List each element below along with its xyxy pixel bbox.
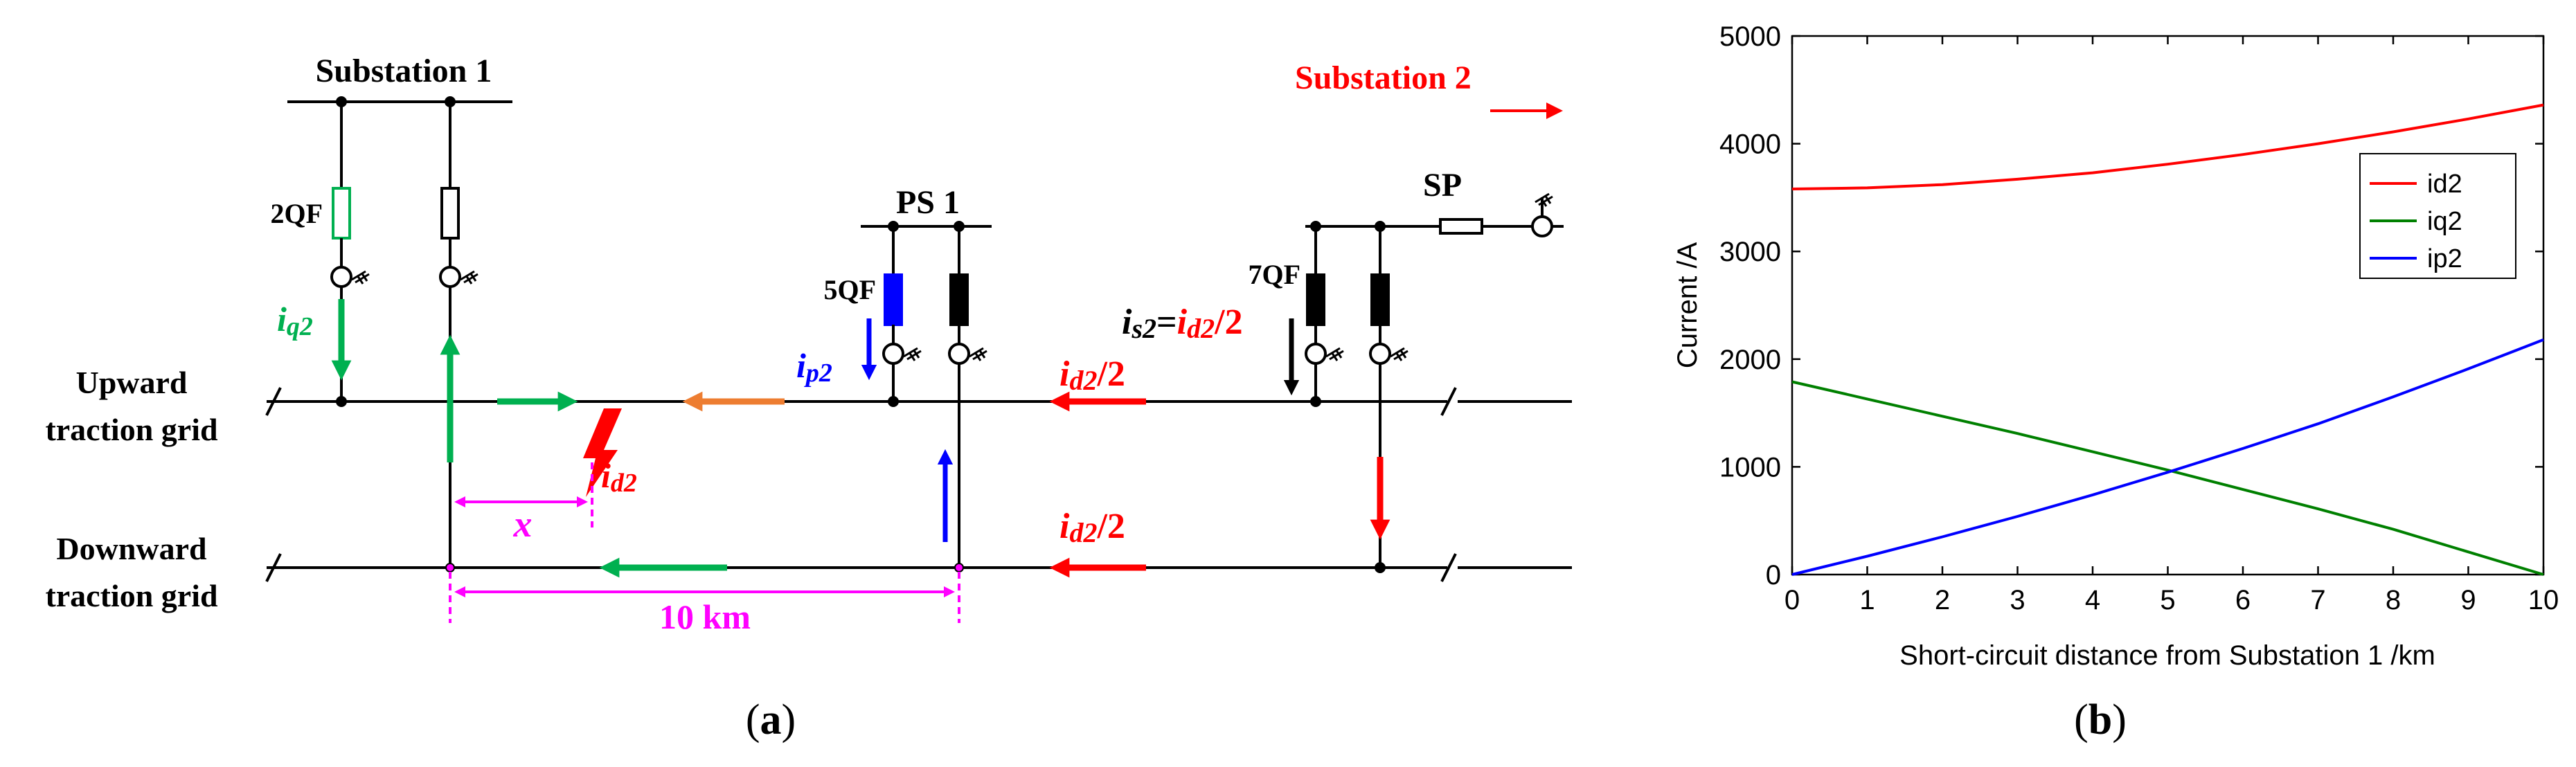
- legend-items: id2 iq2 ip2: [2370, 170, 2462, 273]
- ps1-label: PS 1: [896, 184, 960, 221]
- x-tick-label: 6: [2235, 585, 2251, 615]
- dimension-lines: [449, 462, 960, 623]
- panel-b-label: (b): [2074, 696, 2127, 743]
- x-tick-label: 0: [1785, 585, 1800, 615]
- distance-label: 10 km: [659, 597, 751, 636]
- sp-resistor: [1439, 218, 1483, 235]
- upward-grid-label-2: traction grid: [45, 412, 218, 447]
- upward-break-left: [265, 387, 282, 416]
- series-line-id2: [1791, 103, 2544, 190]
- ip2-label: ip2: [796, 346, 832, 388]
- legend-label-ip2: ip2: [2427, 244, 2462, 273]
- y-tick-label: 2000: [1719, 345, 1781, 375]
- breaker-7qf-label: 7QF: [1248, 259, 1300, 290]
- breaker-5qf-label: 5QF: [823, 274, 876, 305]
- id2-half-down-label: id2/2: [1059, 507, 1125, 548]
- x-axis-label: Short-circuit distance from Substation 1…: [1899, 640, 2435, 671]
- downward-grid-label-1: Downward: [56, 531, 207, 566]
- ct-sub1-right: [439, 266, 461, 288]
- x-tick-label: 5: [2160, 585, 2175, 615]
- plot-area: [1791, 35, 2545, 576]
- breaker-2qf: [332, 187, 351, 240]
- x-tick-label: 3: [2010, 585, 2025, 615]
- y-tick-label: 3000: [1719, 237, 1781, 267]
- upward-grid-label-1: Upward: [75, 365, 187, 400]
- circuit-diagram: [265, 96, 1572, 582]
- x-tick-label: 9: [2460, 585, 2476, 615]
- x-label: x: [513, 503, 533, 545]
- current-chart: 0 1 2 3 4 5 6 7 8 9 10 0 1000 2000 3000 4000 5000 Curren…: [1672, 21, 2559, 671]
- x-tick-label: 8: [2386, 585, 2401, 615]
- downward-node-sub1: [445, 563, 455, 572]
- upward-node-ps1: [888, 396, 899, 407]
- y-tick-label: 4000: [1719, 129, 1781, 160]
- legend: id2 iq2 ip2: [2359, 153, 2516, 279]
- downward-grid-label-2: traction grid: [45, 578, 218, 613]
- substation1-label: Substation 1: [316, 53, 492, 89]
- is2-label: is2=id2/2: [1122, 303, 1243, 344]
- ct-5qf: [882, 343, 904, 365]
- x-tick-label: 1: [1859, 585, 1875, 615]
- x-tick-label: 10: [2528, 585, 2559, 615]
- downward-break-left: [265, 553, 282, 582]
- iq2-label: iq2: [277, 300, 313, 341]
- ct-7qf: [1305, 343, 1327, 365]
- ct-sp-right: [1369, 343, 1391, 365]
- ct-ps1-right: [948, 343, 970, 365]
- diagram-labels: Substation 1 Substation 2 PS 1 SP 2QF 5Q…: [45, 53, 1471, 636]
- breaker-7qf: [1306, 273, 1325, 326]
- legend-label-id2: id2: [2427, 170, 2462, 199]
- sp-ct: [1531, 215, 1553, 237]
- ct-hash-marks: [351, 192, 1553, 361]
- chart-ticks: 0 1 2 3 4 5 6 7 8 9 10 0 1000 2000 3000 4000 5000: [1719, 21, 2559, 615]
- downward-break-right: [1440, 553, 1457, 582]
- breaker-ps1-right: [949, 273, 969, 326]
- sp-label: SP: [1423, 167, 1462, 204]
- breaker-sub1-right: [440, 187, 460, 240]
- current-arrows: [331, 102, 1563, 578]
- ct-2qf: [330, 266, 352, 288]
- breaker-2qf-label: 2QF: [270, 198, 323, 229]
- breaker-sp-right: [1370, 273, 1390, 326]
- upward-node-2qf: [336, 396, 347, 407]
- substation2-label: Substation 2: [1295, 60, 1472, 96]
- y-tick-label: 5000: [1719, 21, 1781, 52]
- upward-node-sp: [1310, 396, 1321, 407]
- x-tick-label: 4: [2085, 585, 2100, 615]
- x-tick-label: 2: [1935, 585, 1950, 615]
- chart-lines: [1791, 103, 2544, 576]
- downward-node-ps1: [954, 563, 964, 572]
- legend-label-iq2: iq2: [2427, 207, 2462, 236]
- id2-fault-label: id2: [601, 456, 637, 498]
- panel-a-label: (a): [746, 696, 796, 743]
- y-tick-label: 1000: [1719, 452, 1781, 482]
- y-tick-label: 0: [1766, 560, 1781, 590]
- downward-node-sp: [1375, 562, 1386, 573]
- id2-half-up-label: id2/2: [1059, 354, 1125, 396]
- series-line-ip2: [1791, 338, 2544, 576]
- series-line-iq2: [1791, 380, 2544, 576]
- x-tick-label: 7: [2310, 585, 2325, 615]
- y-axis-label: Current /A: [1672, 242, 1703, 369]
- upward-break-right: [1440, 387, 1457, 416]
- breaker-5qf: [884, 273, 903, 326]
